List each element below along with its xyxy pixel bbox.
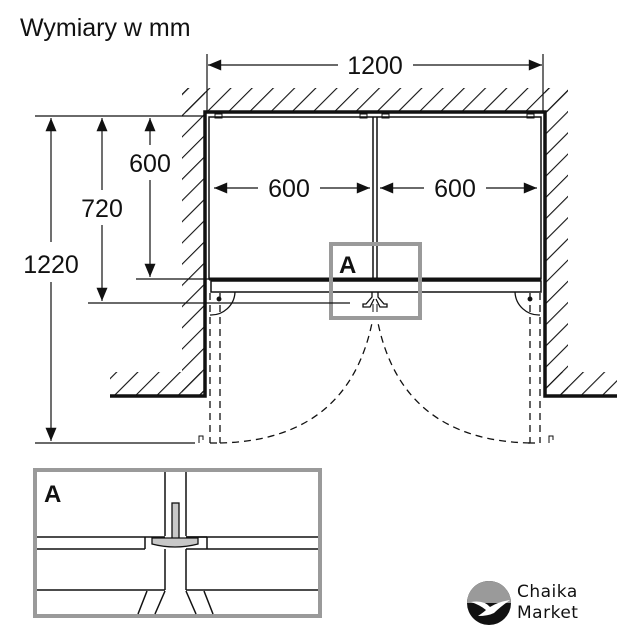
dim-overall-width: 1200 bbox=[347, 52, 403, 80]
brand-line-1: Chaika bbox=[517, 582, 578, 602]
detail-a-marker: A bbox=[339, 252, 356, 279]
extension-lines bbox=[35, 54, 544, 444]
dim-body-depth: 600 bbox=[129, 150, 171, 178]
diagram-title: Wymiary w mm bbox=[20, 14, 191, 42]
wall-niche bbox=[100, 88, 634, 443]
brand-logo: Chaika Market bbox=[517, 582, 578, 624]
detail-a-frame bbox=[329, 242, 422, 320]
fridge-body bbox=[208, 113, 542, 293]
dim-right-width: 600 bbox=[434, 175, 476, 203]
dim-depth-door-open: 1220 bbox=[23, 251, 79, 279]
dimension-lines bbox=[45, 59, 542, 441]
seagull-icon bbox=[467, 581, 511, 625]
dim-left-width: 600 bbox=[268, 175, 310, 203]
detail-a-panel-label: A bbox=[44, 481, 61, 508]
hinges bbox=[198, 291, 554, 443]
brand-line-2: Market bbox=[517, 603, 579, 623]
dim-depth-with-door: 720 bbox=[81, 195, 123, 223]
door-swing bbox=[209, 293, 541, 444]
detail-a-panel: A bbox=[33, 468, 322, 618]
